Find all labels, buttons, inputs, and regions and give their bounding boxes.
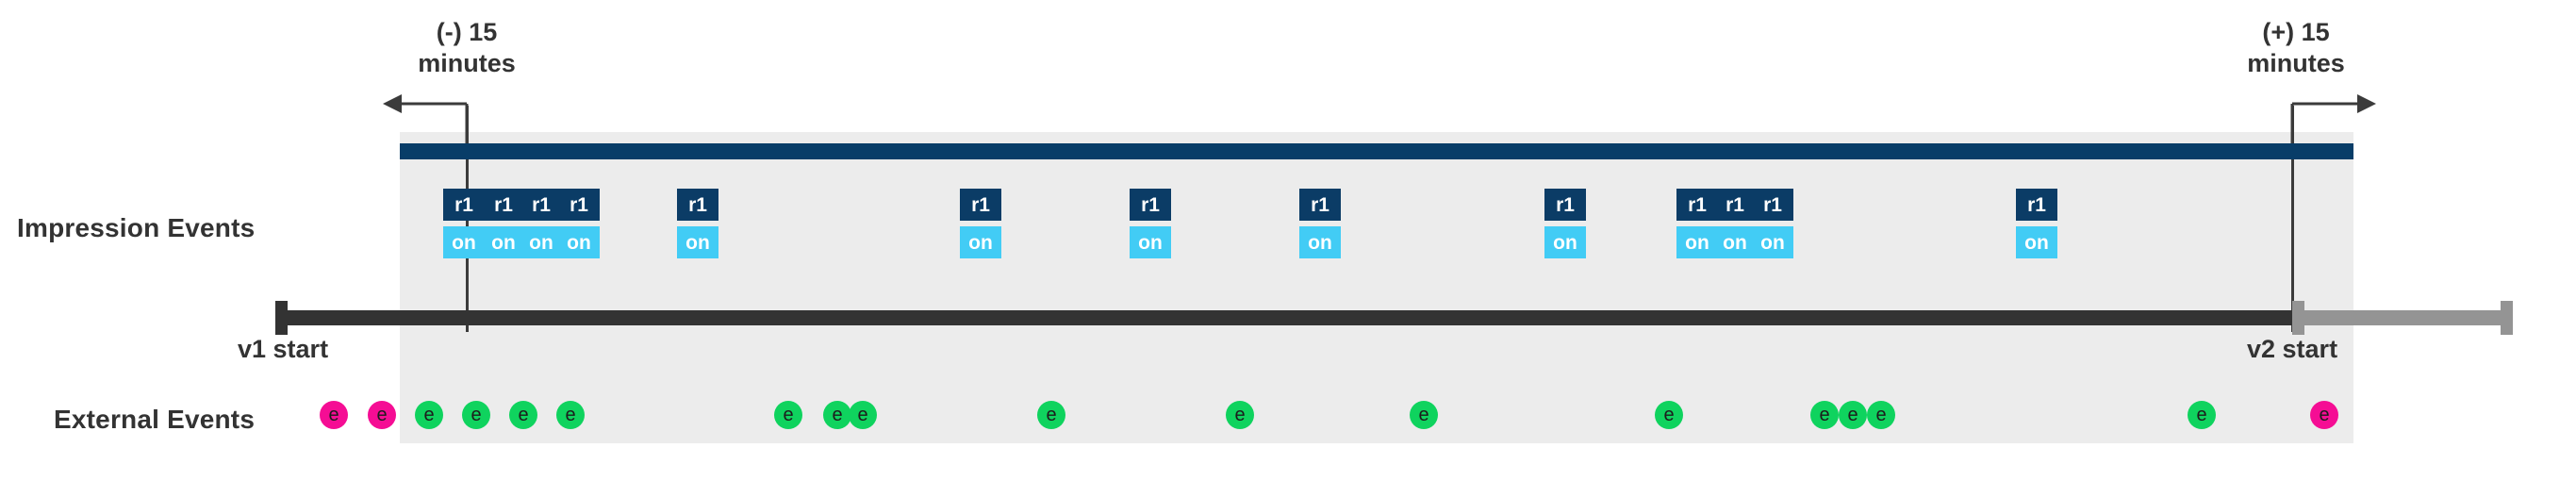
impression-rail — [400, 143, 2353, 159]
external-event-dot-outside: e — [320, 401, 348, 429]
external-event-dot-inside: e — [415, 401, 443, 429]
v2-start-marker-line — [2291, 106, 2294, 332]
impression-badge-on: on — [483, 226, 524, 258]
impression-event-badge-stack: r1 on — [1130, 189, 1171, 258]
external-event-dot-inside: e — [823, 401, 851, 429]
impression-event-badge-stack: r1 on — [677, 189, 718, 258]
external-event-dot-inside: e — [2188, 401, 2216, 429]
external-event-dot-inside: e — [1410, 401, 1438, 429]
impression-events-row-label: Impression Events — [17, 213, 256, 242]
impression-badge-r1: r1 — [483, 189, 524, 221]
external-event-dot-inside: e — [1655, 401, 1683, 429]
external-event-dot-inside: e — [1867, 401, 1895, 429]
external-event-dot-inside: e — [1226, 401, 1254, 429]
impression-event-badge-stack: r1 on — [1752, 189, 1793, 258]
impression-badge-r1: r1 — [1714, 189, 1756, 221]
impression-badge-on: on — [2016, 226, 2057, 258]
external-event-dot-inside: e — [1839, 401, 1867, 429]
v2-start-label: v2 start — [2247, 335, 2338, 363]
external-event-dot-inside: e — [774, 401, 802, 429]
impression-badge-on: on — [677, 226, 718, 258]
impression-badge-r1: r1 — [960, 189, 1001, 221]
external-event-dot-outside: e — [368, 401, 396, 429]
left-arrow-icon — [383, 94, 469, 143]
annotation-left-line2: minutes — [418, 48, 516, 77]
impression-badge-on: on — [1752, 226, 1793, 258]
impression-badge-r1: r1 — [1130, 189, 1171, 221]
impression-badge-r1: r1 — [520, 189, 562, 221]
v2-end-cap — [2501, 301, 2513, 335]
attribution-window-band — [400, 132, 2353, 443]
v1-start-label: v1 start — [238, 335, 329, 363]
impression-badge-on: on — [443, 226, 485, 258]
impression-badge-r1: r1 — [2016, 189, 2057, 221]
external-event-dot-inside: e — [462, 401, 490, 429]
impression-event-badge-stack: r1 on — [558, 189, 600, 258]
external-event-dot-outside: e — [2310, 401, 2338, 429]
v2-segment-bar — [2292, 310, 2513, 325]
impression-badge-on: on — [1676, 226, 1718, 258]
impression-badge-on: on — [1130, 226, 1171, 258]
annotation-right-line2: minutes — [2247, 48, 2345, 77]
right-arrow-icon — [2290, 94, 2376, 143]
annotation-left-line1: (-) 15 — [436, 18, 498, 46]
impression-event-badge-stack: r1 on — [483, 189, 524, 258]
impression-event-badge-stack: r1 on — [443, 189, 485, 258]
external-events-row-label: External Events — [54, 405, 256, 434]
v2-start-cap — [2292, 301, 2304, 335]
impression-badge-r1: r1 — [558, 189, 600, 221]
external-event-dot-inside: e — [556, 401, 585, 429]
impression-event-badge-stack: r1 on — [2016, 189, 2057, 258]
impression-badge-on: on — [558, 226, 600, 258]
impression-badge-on: on — [520, 226, 562, 258]
external-event-dot-inside: e — [1037, 401, 1065, 429]
impression-event-badge-stack: r1 on — [1714, 189, 1756, 258]
impression-badge-r1: r1 — [1299, 189, 1341, 221]
impression-badge-r1: r1 — [1752, 189, 1793, 221]
impression-badge-r1: r1 — [443, 189, 485, 221]
impression-badge-on: on — [1714, 226, 1756, 258]
v1-segment-bar — [275, 310, 2295, 325]
impression-badge-r1: r1 — [677, 189, 718, 221]
external-event-dot-inside: e — [1810, 401, 1839, 429]
impression-event-badge-stack: r1 on — [1676, 189, 1718, 258]
external-event-dot-inside: e — [509, 401, 537, 429]
impression-badge-r1: r1 — [1676, 189, 1718, 221]
impression-badge-on: on — [1299, 226, 1341, 258]
annotation-right-line1: (+) 15 — [2262, 18, 2330, 46]
plus-15-minutes-annotation: (+) 15 minutes — [2169, 17, 2423, 79]
impression-event-badge-stack: r1 on — [520, 189, 562, 258]
external-event-dot-inside: e — [849, 401, 877, 429]
minus-15-minutes-annotation: (-) 15 minutes — [339, 17, 594, 79]
impression-badge-r1: r1 — [1544, 189, 1586, 221]
impression-event-badge-stack: r1 on — [960, 189, 1001, 258]
impression-event-badge-stack: r1 on — [1544, 189, 1586, 258]
v1-start-cap — [275, 301, 288, 335]
impression-event-badge-stack: r1 on — [1299, 189, 1341, 258]
impression-badge-on: on — [1544, 226, 1586, 258]
impression-badge-on: on — [960, 226, 1001, 258]
